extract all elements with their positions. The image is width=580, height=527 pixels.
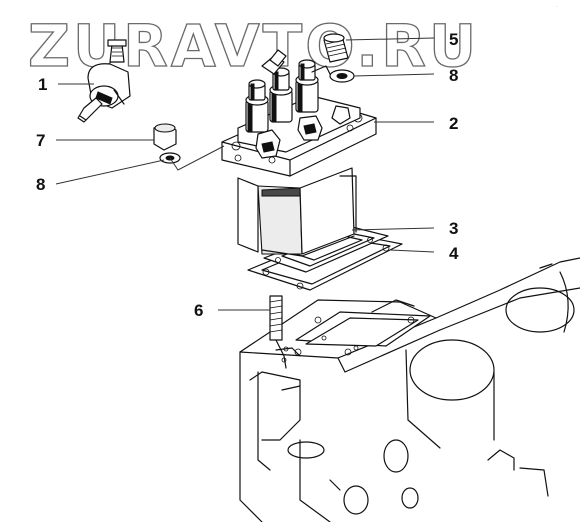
stud-bolt bbox=[269, 295, 287, 369]
delivery-valve-holder-2 bbox=[269, 67, 293, 123]
delivery-valve-holder-1 bbox=[245, 79, 269, 133]
callout-8-left: 8 bbox=[36, 175, 45, 194]
callout-5: 5 bbox=[449, 30, 458, 49]
engine-block bbox=[239, 257, 580, 523]
cap-nut bbox=[153, 123, 177, 151]
callout-4: 4 bbox=[449, 244, 459, 263]
leader-lines bbox=[55, 37, 435, 311]
injection-pump bbox=[221, 49, 377, 257]
sealing-washer-left bbox=[159, 145, 225, 171]
callout-2: 2 bbox=[449, 114, 458, 133]
callout-3: 3 bbox=[449, 219, 458, 238]
callout-6: 6 bbox=[194, 301, 203, 320]
callout-1: 1 bbox=[38, 75, 47, 94]
sealing-washer-top bbox=[329, 69, 355, 83]
corner-mark: · bbox=[556, 4, 558, 10]
banjo-bolt bbox=[323, 33, 349, 63]
callout-7: 7 bbox=[36, 131, 45, 150]
callout-8-top: 8 bbox=[449, 66, 458, 85]
banjo-fitting bbox=[77, 39, 131, 123]
delivery-valve-holder-3 bbox=[295, 59, 319, 113]
